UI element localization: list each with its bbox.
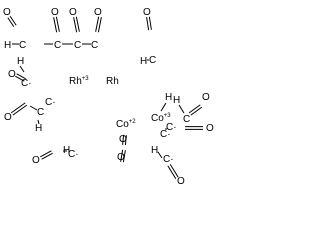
bottom-right-radical-carbon: C· xyxy=(163,154,174,165)
formyl-2-hydrogen: H xyxy=(140,56,147,67)
oxalyl-oxygen-1: O xyxy=(51,7,59,18)
formyl-2-carbon: C xyxy=(149,55,156,66)
left-upper-radical-carbon: C· xyxy=(21,78,32,89)
cobalt-h-bond xyxy=(160,102,167,112)
bottom-center-double-bond-2-a xyxy=(122,150,126,163)
left-oxygen-2: O xyxy=(4,112,12,123)
oxalyl-carbon-3: C xyxy=(91,40,98,51)
right-formyl-oxygen: O xyxy=(202,92,210,103)
left-double-bond-1-b xyxy=(16,73,26,80)
right-lower-radical-carbon: C· xyxy=(166,122,177,133)
cobalt-2plus: Co+2 xyxy=(116,119,136,130)
bottom-right-hydrogen: H xyxy=(151,145,158,156)
bottom-right-double-bond-b xyxy=(169,164,179,178)
bottom-left-double-bond-b xyxy=(40,150,52,158)
formyl-2-double-bond-b xyxy=(148,16,152,30)
right-lower-oxygen: O xyxy=(206,123,214,134)
oxalyl-oxygen-2: O xyxy=(69,7,77,18)
cobalt-3plus: Co+3 xyxy=(151,113,171,124)
oxalyl-double-bond-2-b xyxy=(75,16,80,32)
left-upper-hydrogen: H xyxy=(17,56,24,67)
oxalyl-double-bond-3-b xyxy=(97,17,102,33)
bottom-left-oxygen: O xyxy=(32,155,40,166)
formyl-1-oxygen: O xyxy=(3,7,11,18)
bottom-center-double-bond-2-b xyxy=(120,149,124,162)
formyl-1-hydrogen: H xyxy=(4,40,11,51)
cobalt-radical-carbon: C· xyxy=(160,129,171,140)
right-formyl-h-bond xyxy=(178,104,185,114)
bottom-right-h-bond xyxy=(157,151,163,159)
right-formyl-double-bond-a xyxy=(190,106,203,116)
oxalyl-double-bond-2-a xyxy=(73,17,78,33)
rhodium-neutral: Rh xyxy=(106,76,119,87)
bottom-center-double-bond-1-b xyxy=(122,134,125,145)
left-double-bond-2-b xyxy=(10,102,26,114)
bottom-center-double-bond-1-a xyxy=(124,135,127,146)
oxalyl-double-bond-1-a xyxy=(53,17,58,33)
left-upper-h-bond xyxy=(19,65,25,73)
formyl-2-oxygen: O xyxy=(143,7,151,18)
oxalyl-carbon-1: C xyxy=(54,40,61,51)
left-double-bond-1-a xyxy=(15,75,25,82)
oxalyl-double-bond-3-a xyxy=(95,16,100,32)
cobalt-hydrogen: H xyxy=(165,92,172,103)
right-formyl-hydrogen: H xyxy=(173,95,180,106)
right-formyl-double-bond-b xyxy=(188,104,201,114)
bottom-right-double-bond-a xyxy=(167,165,177,179)
rhodium-3plus: Rh+3 xyxy=(69,76,89,87)
formyl-2-double-bond-a xyxy=(146,17,150,31)
oxalyl-oxygen-3: O xyxy=(94,7,102,18)
oxalyl-double-bond-1-b xyxy=(55,16,60,32)
right-formyl-carbon: C xyxy=(183,114,190,125)
oxalyl-carbon-2: C xyxy=(74,40,81,51)
left-carbon: C xyxy=(37,107,44,118)
bottom-right-oxygen: O xyxy=(177,176,185,187)
left-bond xyxy=(29,105,38,111)
left-radical-carbon: C· xyxy=(45,97,56,108)
bottom-left-double-bond-a xyxy=(41,152,53,160)
left-oxygen-1: O xyxy=(8,69,16,80)
left-double-bond-2-a xyxy=(12,104,28,116)
formyl-1-double-bond-a xyxy=(7,17,15,28)
left-lower-h-bond xyxy=(37,119,40,125)
formyl-1-double-bond-b xyxy=(9,15,17,26)
bottom-left-radical-carbon: C· xyxy=(68,149,79,160)
formyl-1-carbon: C xyxy=(19,40,26,51)
left-lower-hydrogen: H xyxy=(35,123,42,134)
